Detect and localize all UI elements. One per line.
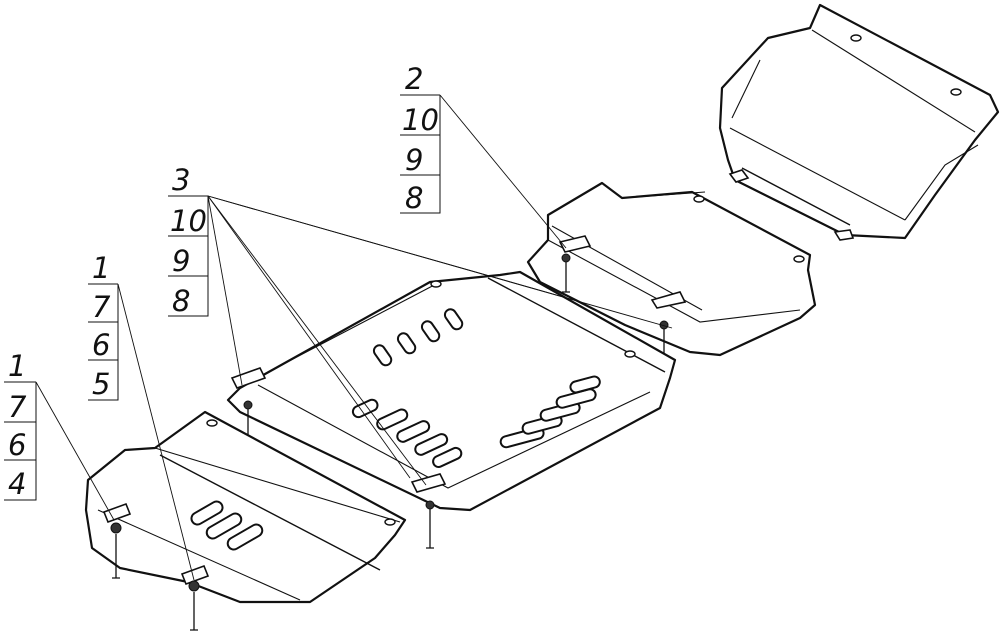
callout-3-label-2: 9 <box>172 244 190 278</box>
callout-2-label-1: 10 <box>402 103 439 137</box>
vent-slots-right <box>499 375 601 449</box>
front-guard-plate <box>84 410 407 631</box>
callout-1a-label-2: 6 <box>92 328 110 362</box>
callout-3-label-0: 3 <box>172 163 190 197</box>
callout-1b: 1 7 6 4 <box>4 349 37 501</box>
vent-slots-upper <box>372 308 464 367</box>
callout-1b-label-0: 1 <box>8 349 26 383</box>
engine-guard-plate <box>226 270 677 549</box>
callout-1a: 1 7 6 5 <box>88 251 119 401</box>
callout-3: 3 10 9 8 <box>168 163 209 318</box>
callout-1a-label-3: 5 <box>92 367 110 401</box>
vent-slots-left <box>351 398 463 468</box>
radiator-guard-plate <box>718 3 1000 241</box>
callout-1a-label-0: 1 <box>92 251 110 285</box>
callout-2: 2 10 9 8 <box>400 62 441 215</box>
callout-1b-label-3: 4 <box>8 467 26 501</box>
callout-3-label-1: 10 <box>170 204 207 238</box>
leader-lines <box>35 94 673 581</box>
callout-1b-label-2: 6 <box>8 428 26 462</box>
transmission-guard-plate <box>526 181 817 361</box>
callout-2-label-0: 2 <box>405 62 423 96</box>
callout-1b-label-1: 7 <box>8 390 27 424</box>
vent-slots-front <box>190 500 264 551</box>
callout-2-label-2: 9 <box>405 143 423 177</box>
callout-2-label-3: 8 <box>405 181 423 215</box>
callout-3-label-3: 8 <box>172 284 190 318</box>
callout-1a-label-1: 7 <box>92 290 111 324</box>
